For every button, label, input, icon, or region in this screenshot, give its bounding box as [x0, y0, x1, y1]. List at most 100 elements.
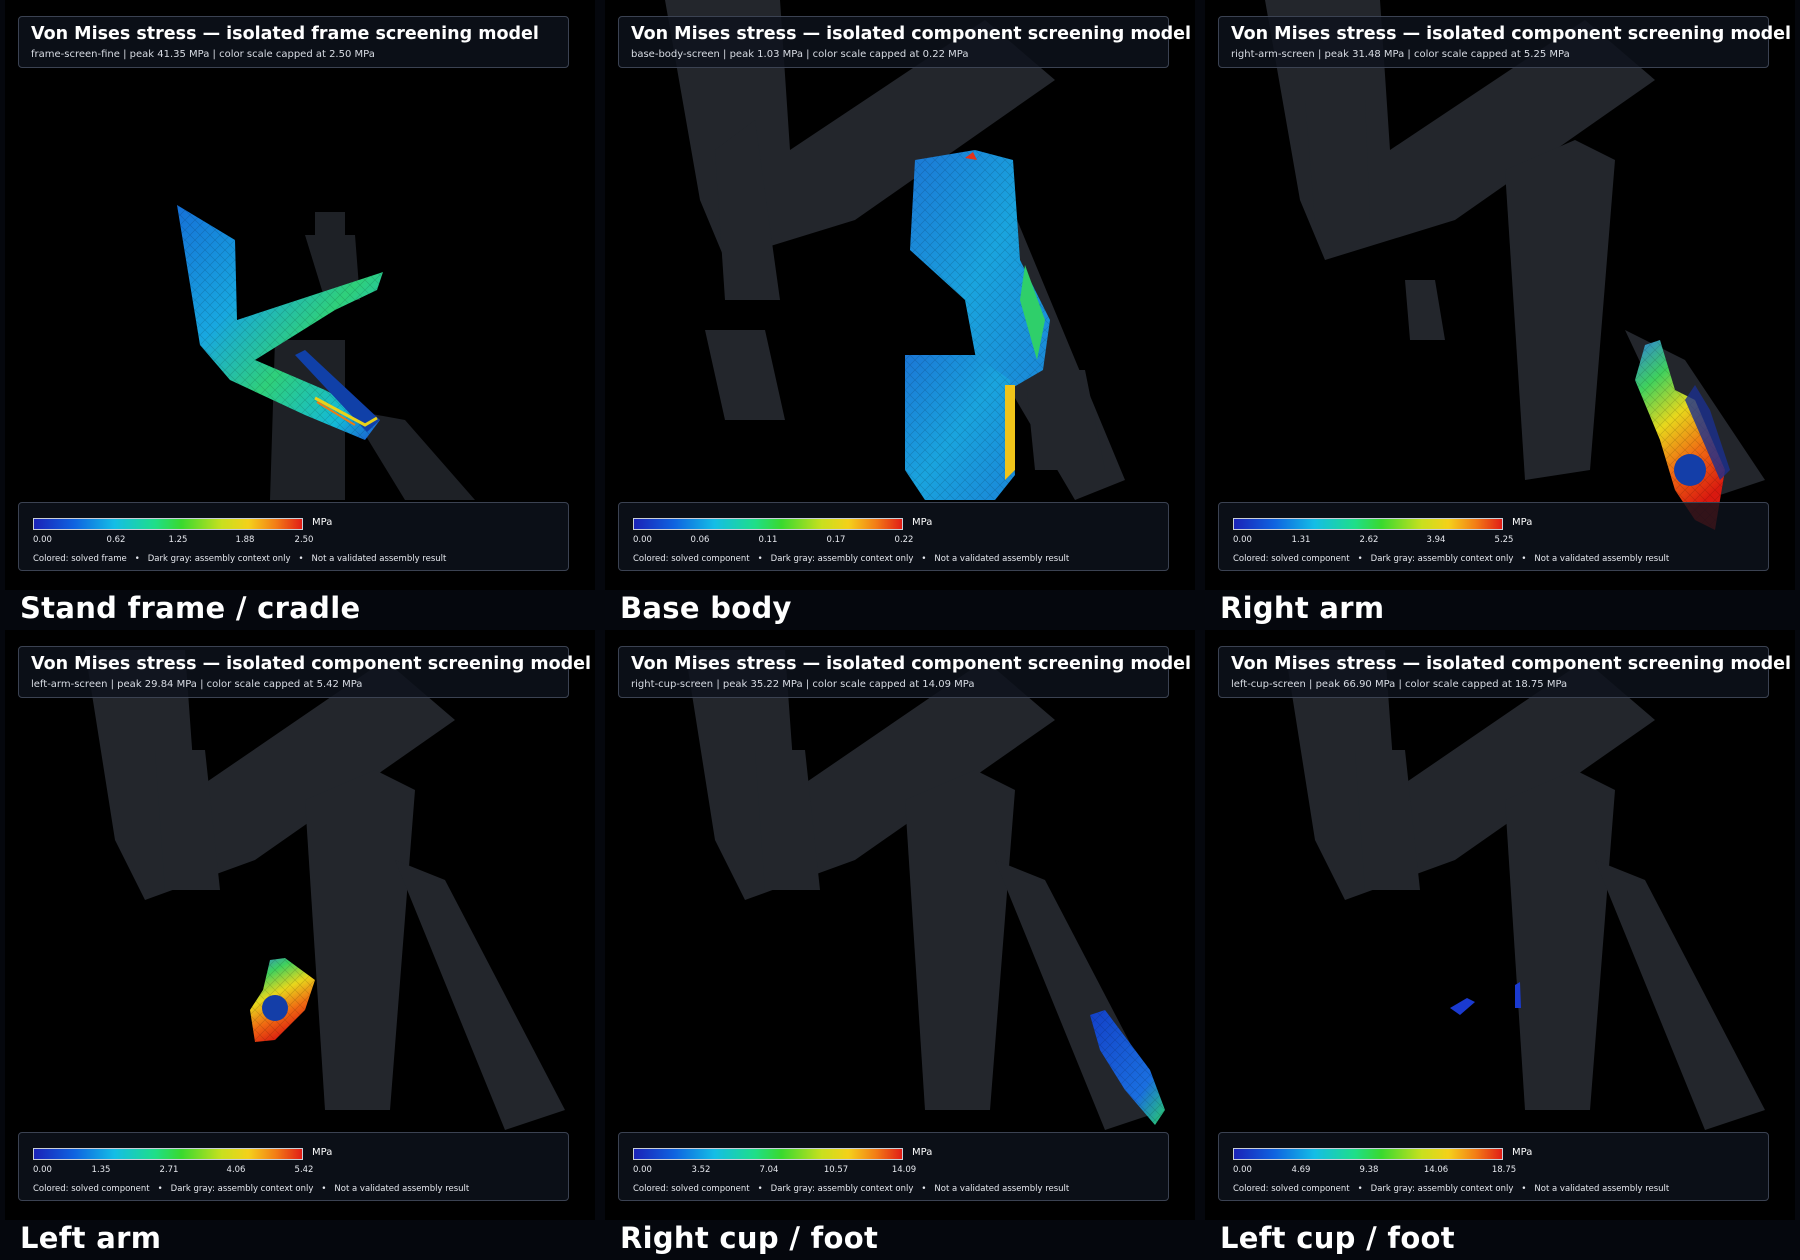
colorbar-tick: 3.52 — [691, 1165, 711, 1175]
note-not-validated: Not a validated assembly result — [934, 554, 1070, 564]
colorbar-tick: 9.38 — [1359, 1165, 1379, 1175]
note-colored: Colored: solved component — [633, 554, 750, 564]
legend-notes: Colored: solved component•Dark gray: ass… — [633, 554, 1070, 564]
colorbar-unit: MPa — [912, 517, 933, 528]
colorbar-legend: MPa 0.00 1.31 2.62 3.94 5.25 Colored: so… — [1218, 502, 1769, 571]
colorbar-tick: 5.42 — [294, 1165, 314, 1175]
plot-subtitle: left-cup-screen | peak 66.90 MPa | color… — [1231, 679, 1568, 690]
note-dark-gray: Dark gray: assembly context only — [1370, 554, 1514, 564]
colorbar-tick: 0.06 — [690, 535, 710, 545]
legend-notes: Colored: solved component•Dark gray: ass… — [1233, 1184, 1670, 1194]
panel-left-arm: Von Mises stress — isolated component sc… — [0, 630, 600, 1260]
legend-notes: Colored: solved component•Dark gray: ass… — [33, 1184, 470, 1194]
panel-left-cup: Von Mises stress — isolated component sc… — [1200, 630, 1800, 1260]
note-not-validated: Not a validated assembly result — [311, 554, 447, 564]
colorbar-tick: 0.00 — [633, 535, 652, 545]
colorbar — [33, 1148, 303, 1160]
panel-caption: Right arm — [1220, 591, 1385, 625]
colorbar — [633, 1148, 903, 1160]
plot-subtitle: frame-screen-fine | peak 41.35 MPa | col… — [31, 49, 375, 60]
note-colored: Colored: solved frame — [33, 554, 127, 564]
note-dark-gray: Dark gray: assembly context only — [770, 1184, 914, 1194]
legend-notes: Colored: solved component•Dark gray: ass… — [633, 1184, 1070, 1194]
colorbar-unit: MPa — [1512, 1147, 1533, 1158]
panel-caption: Left arm — [20, 1221, 162, 1255]
panel-caption: Left cup / foot — [1220, 1221, 1455, 1255]
colorbar-tick: 4.06 — [226, 1165, 246, 1175]
colorbar-legend: MPa 0.00 0.62 1.25 1.88 2.50 Colored: so… — [18, 502, 569, 571]
title-box: Von Mises stress — isolated component sc… — [618, 646, 1191, 698]
plot-title: Von Mises stress — isolated component sc… — [1231, 24, 1792, 44]
title-box: Von Mises stress — isolated component sc… — [1218, 646, 1791, 698]
panel-right-cup: Von Mises stress — isolated component sc… — [600, 630, 1200, 1260]
plot-title: Von Mises stress — isolated component sc… — [1231, 654, 1792, 674]
colorbar-unit: MPa — [912, 1147, 933, 1158]
panel-base-body: Von Mises stress — isolated component sc… — [600, 0, 1200, 630]
panel-caption: Stand frame / cradle — [20, 591, 361, 625]
colorbar-tick: 0.00 — [633, 1165, 652, 1175]
colorbar-tick: 7.04 — [759, 1165, 779, 1175]
note-dark-gray: Dark gray: assembly context only — [1370, 1184, 1514, 1194]
note-colored: Colored: solved component — [1233, 1184, 1350, 1194]
left-cup-render — [1285, 650, 1765, 1130]
colorbar-unit: MPa — [1512, 517, 1533, 528]
colorbar — [633, 518, 903, 530]
colorbar-tick: 0.17 — [826, 535, 846, 545]
title-box: Von Mises stress — isolated component sc… — [1218, 16, 1791, 68]
colorbar-tick: 1.25 — [168, 535, 188, 545]
plot-title: Von Mises stress — isolated frame screen… — [31, 24, 539, 44]
colorbar-tick: 1.35 — [91, 1165, 111, 1175]
colorbar-tick: 0.00 — [33, 535, 52, 545]
note-not-validated: Not a validated assembly result — [334, 1184, 470, 1194]
colorbar-tick: 0.00 — [1233, 535, 1252, 545]
panel-caption: Right cup / foot — [620, 1221, 879, 1255]
colorbar-tick: 0.62 — [106, 535, 126, 545]
legend-notes: Colored: solved frame•Dark gray: assembl… — [33, 554, 447, 564]
colorbar-legend: MPa 0.00 3.52 7.04 10.57 14.09 Colored: … — [618, 1132, 1169, 1201]
title-box: Von Mises stress — isolated component sc… — [18, 646, 591, 698]
title-box: Von Mises stress — isolated component sc… — [618, 16, 1191, 68]
title-box: Von Mises stress — isolated frame screen… — [18, 16, 569, 68]
render-viewport — [605, 630, 1195, 1220]
colorbar-tick: 0.11 — [758, 535, 778, 545]
colorbar — [1233, 1148, 1503, 1160]
colorbar-legend: MPa 0.00 1.35 2.71 4.06 5.42 Colored: so… — [18, 1132, 569, 1201]
left-arm-render — [85, 650, 565, 1130]
colorbar-unit: MPa — [312, 1147, 333, 1158]
colorbar-tick: 18.75 — [1491, 1165, 1517, 1175]
colorbar-tick: 14.06 — [1423, 1165, 1449, 1175]
colorbar-tick: 1.31 — [1291, 535, 1311, 545]
note-colored: Colored: solved component — [1233, 554, 1350, 564]
note-colored: Colored: solved component — [33, 1184, 150, 1194]
colorbar-tick: 14.09 — [891, 1165, 917, 1175]
panel-right-arm: Von Mises stress — isolated component sc… — [1200, 0, 1800, 630]
colorbar-tick: 2.62 — [1359, 535, 1379, 545]
colorbar-tick: 5.25 — [1494, 535, 1514, 545]
plot-title: Von Mises stress — isolated component sc… — [31, 654, 592, 674]
colorbar-legend: MPa 0.00 0.06 0.11 0.17 0.22 Colored: so… — [618, 502, 1169, 571]
colorbar-tick: 0.22 — [894, 535, 914, 545]
stand-frame-render — [177, 205, 475, 500]
plot-subtitle: left-arm-screen | peak 29.84 MPa | color… — [31, 679, 363, 690]
note-not-validated: Not a validated assembly result — [934, 1184, 1070, 1194]
colorbar-tick: 3.94 — [1426, 535, 1446, 545]
note-colored: Colored: solved component — [633, 1184, 750, 1194]
legend-notes: Colored: solved component•Dark gray: ass… — [1233, 554, 1670, 564]
note-not-validated: Not a validated assembly result — [1534, 554, 1670, 564]
colorbar-legend: MPa 0.00 4.69 9.38 14.06 18.75 Colored: … — [1218, 1132, 1769, 1201]
colorbar-unit: MPa — [312, 517, 333, 528]
colorbar-tick: 0.00 — [1233, 1165, 1252, 1175]
note-dark-gray: Dark gray: assembly context only — [147, 554, 291, 564]
render-viewport — [5, 630, 595, 1220]
plot-subtitle: base-body-screen | peak 1.03 MPa | color… — [631, 49, 969, 60]
right-cup-render — [685, 650, 1165, 1130]
plot-title: Von Mises stress — isolated component sc… — [631, 654, 1192, 674]
panel-stand-frame: Von Mises stress — isolated frame screen… — [0, 0, 600, 630]
colorbar — [33, 518, 303, 530]
note-dark-gray: Dark gray: assembly context only — [170, 1184, 314, 1194]
plot-subtitle: right-arm-screen | peak 31.48 MPa | colo… — [1231, 49, 1570, 60]
colorbar-tick: 0.00 — [33, 1165, 52, 1175]
colorbar-tick: 10.57 — [823, 1165, 849, 1175]
note-dark-gray: Dark gray: assembly context only — [770, 554, 914, 564]
plot-title: Von Mises stress — isolated component sc… — [631, 24, 1192, 44]
